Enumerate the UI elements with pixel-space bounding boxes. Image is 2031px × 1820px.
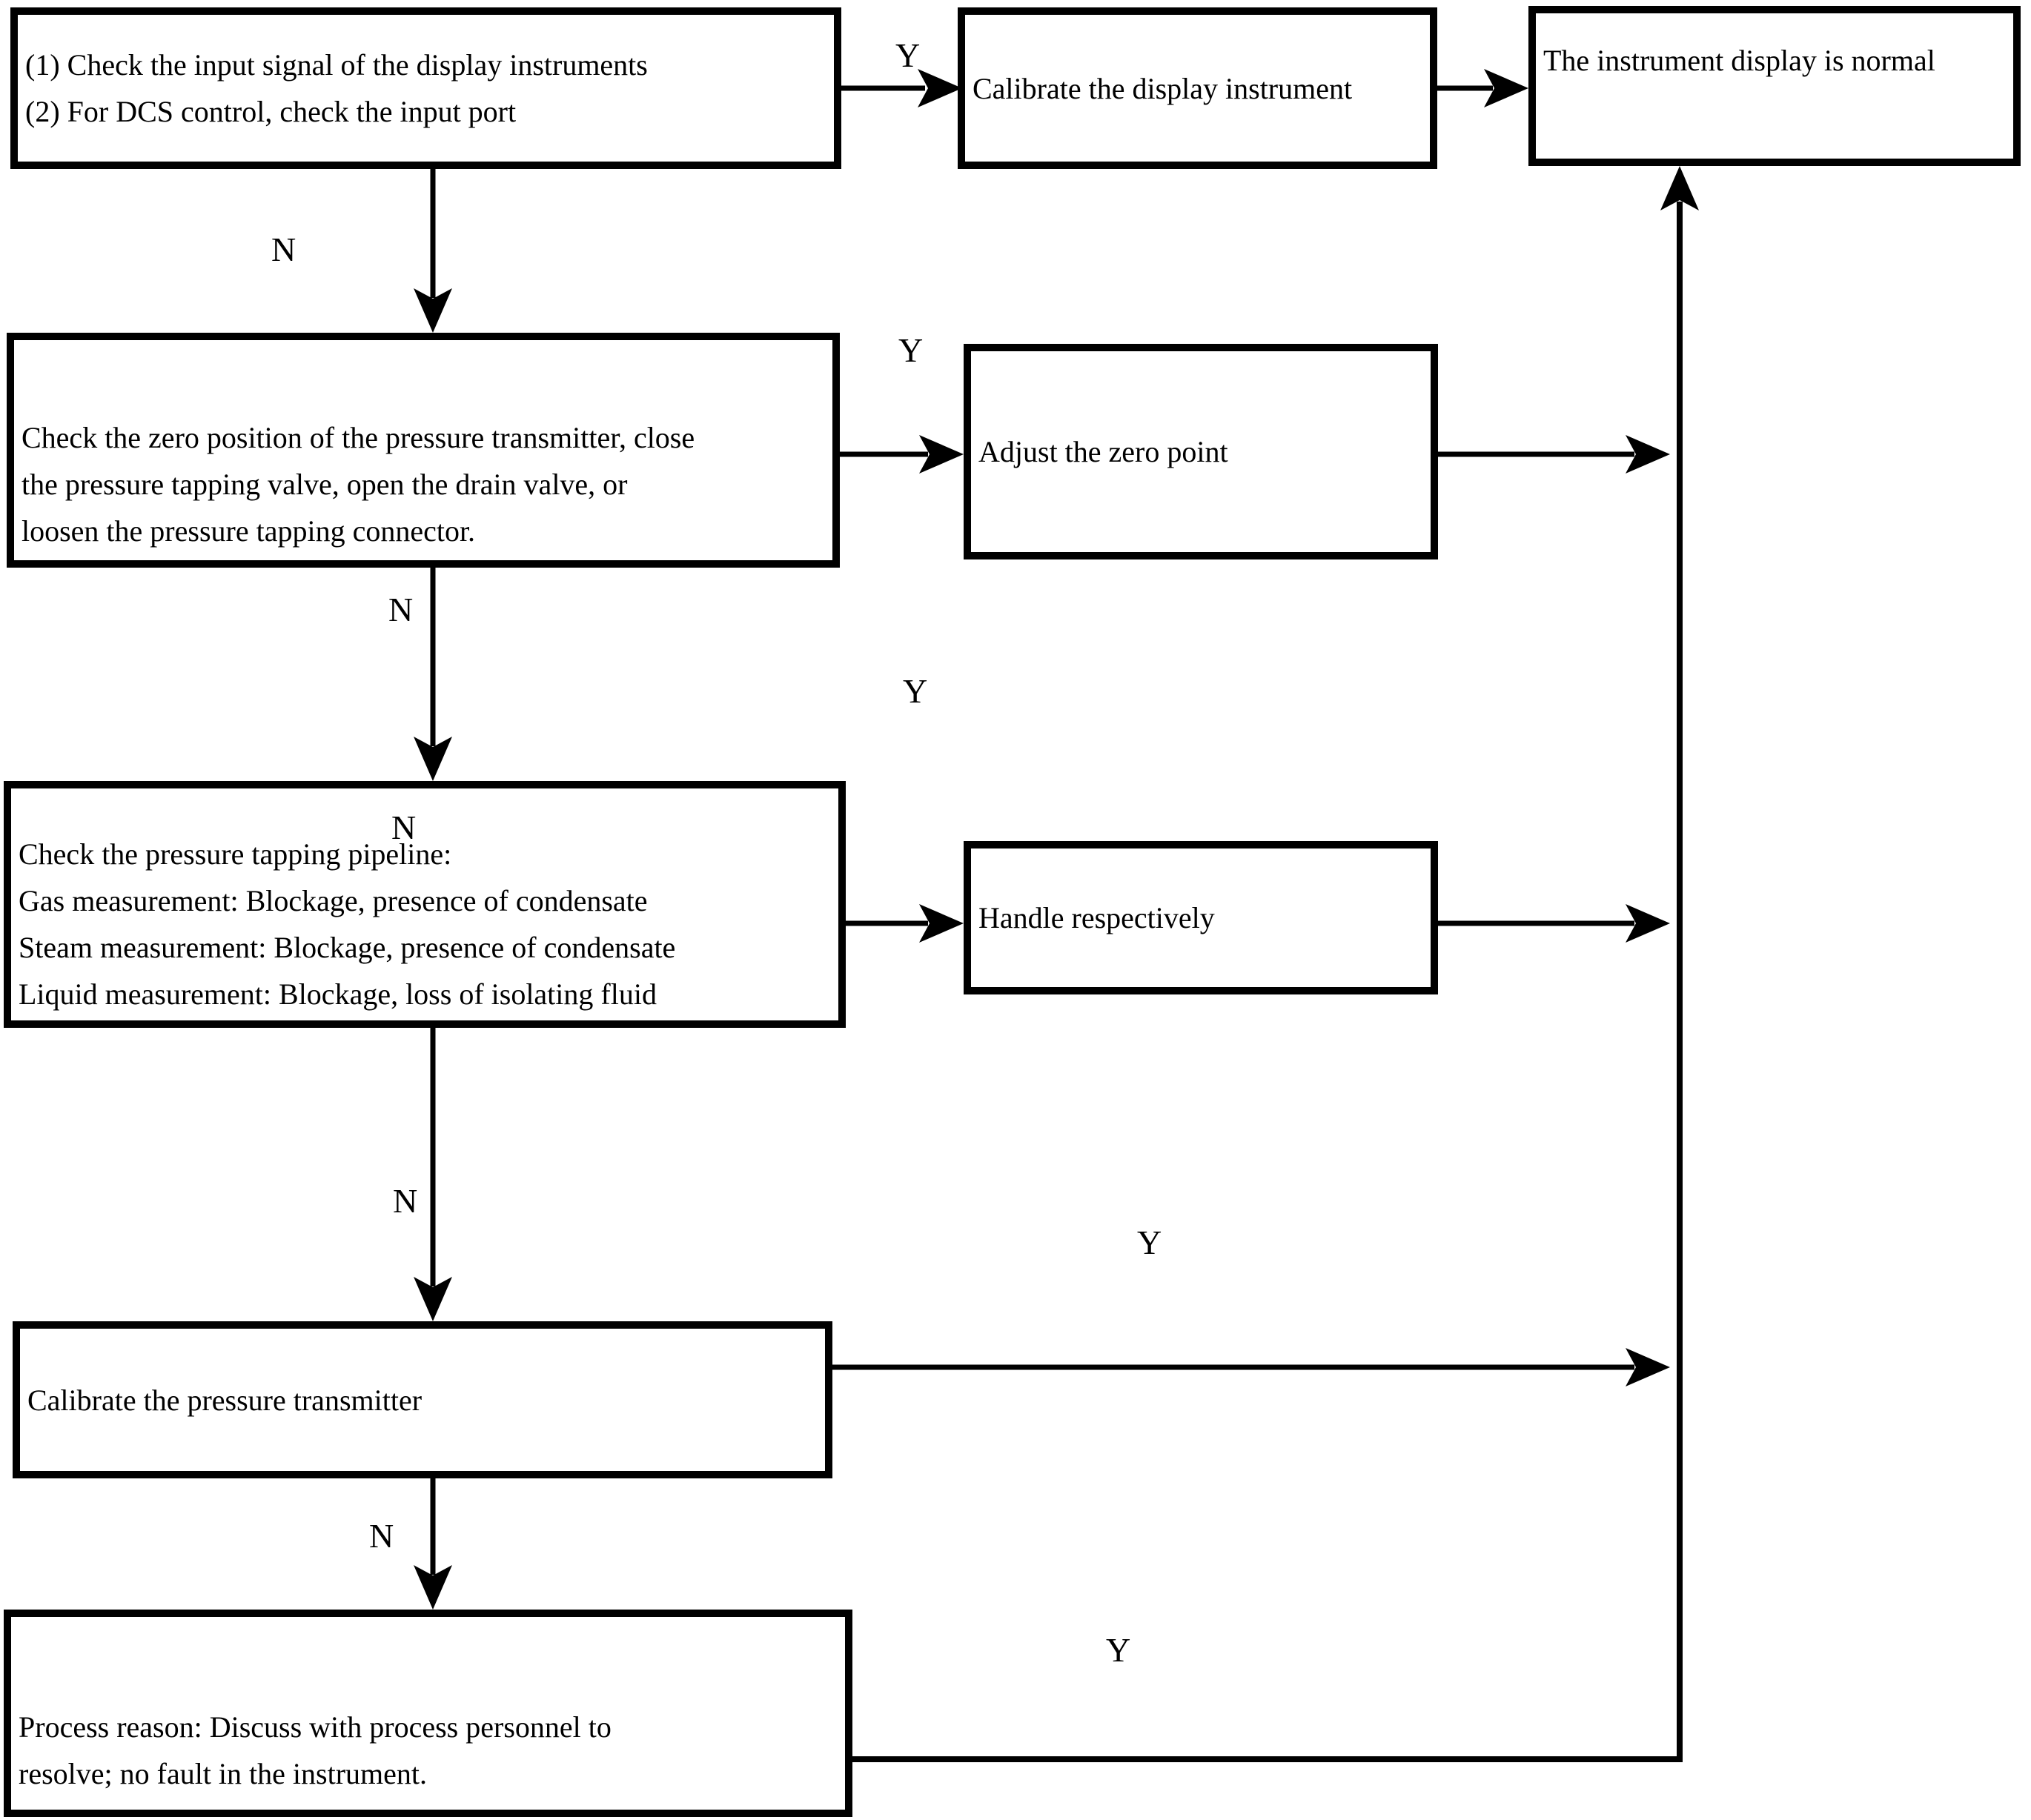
label-n-below-box8: N <box>369 1517 394 1555</box>
node-check-zero-position: Check the zero position of the pressure … <box>7 333 840 568</box>
node-text-line: (1) Check the input signal of the displa… <box>25 48 648 82</box>
node-instrument-display-normal: The instrument display is normal <box>1528 6 2021 166</box>
edge-box1-box2-arrowhead <box>918 69 962 107</box>
label-n-below-box6: N <box>393 1182 418 1220</box>
edge-box6-box8-arrowhead <box>414 1277 452 1321</box>
label-y-mid-right: Y <box>903 672 928 710</box>
edge-box1-box4-arrowhead <box>414 288 452 333</box>
node-text: Calibrate the display instrument <box>973 65 1425 112</box>
node-check-input-signal: (1) Check the input signal of the displa… <box>10 7 841 169</box>
node-text-line: Steam measurement: Blockage, presence of… <box>19 930 676 964</box>
node-text-line: loosen the pressure tapping connector. <box>21 514 476 548</box>
edge-return-up-arrowhead <box>1660 166 1699 210</box>
node-text-line: Gas measurement: Blockage, presence of c… <box>19 883 648 917</box>
label-y-to-calibrate-display: Y <box>895 36 921 74</box>
node-text-line: (2) For DCS control, check the input por… <box>25 95 517 128</box>
node-text-line: Adjust the zero point <box>978 435 1228 468</box>
label-y-to-adjust-zero: Y <box>898 331 924 369</box>
node-text-line: Liquid measurement: Blockage, loss of is… <box>19 977 657 1011</box>
node-text-line: Check the zero position of the pressure … <box>21 421 695 454</box>
node-text: Check the zero position of the pressure … <box>21 414 828 554</box>
node-text: Calibrate the pressure transmitter <box>27 1377 821 1424</box>
node-text-line: Calibrate the display instrument <box>973 71 1353 105</box>
node-adjust-zero-point: Adjust the zero point <box>964 344 1438 559</box>
node-text-line: Calibrate the pressure transmitter <box>27 1383 423 1417</box>
node-calibrate-pressure-transmitter: Calibrate the pressure transmitter <box>13 1321 832 1478</box>
node-check-pressure-tapping-pipeline: Check the pressure tapping pipeline: Gas … <box>4 781 846 1028</box>
node-text: Adjust the zero point <box>978 428 1426 475</box>
label-n-below-box1: N <box>271 230 296 268</box>
node-text-line: Handle respectively <box>978 901 1215 934</box>
label-y-from-process-reason: Y <box>1106 1631 1131 1669</box>
node-text: (1) Check the input signal of the displa… <box>25 41 829 135</box>
edge-box7-return-arrowhead <box>1626 904 1670 943</box>
edge-box2-box3-arrowhead <box>1484 69 1528 107</box>
node-text: Handle respectively <box>978 894 1426 941</box>
edge-box8-box9-arrowhead <box>414 1565 452 1610</box>
label-n-inside-box6: N <box>391 808 417 846</box>
node-text-line: resolve; no fault in the instrument. <box>19 1757 427 1790</box>
node-handle-respectively: Handle respectively <box>964 841 1438 994</box>
edge-box6-box7-arrowhead <box>919 904 964 943</box>
edge-box4-box5-arrowhead <box>919 435 964 474</box>
node-calibrate-display-instrument: Calibrate the display instrument <box>958 7 1437 169</box>
node-process-reason: Process reason: Discuss with process per… <box>4 1610 852 1817</box>
node-text: Check the pressure tapping pipeline: Gas … <box>19 831 834 1017</box>
node-text: Process reason: Discuss with process per… <box>19 1704 841 1797</box>
edge-box8-return-arrowhead <box>1626 1348 1670 1386</box>
label-y-from-calibrate-transmitter: Y <box>1137 1223 1162 1261</box>
edge-box5-return-arrowhead <box>1626 435 1670 474</box>
label-n-below-box4: N <box>388 591 414 628</box>
node-text-line: the pressure tapping valve, open the dra… <box>21 468 628 501</box>
node-text-line: Process reason: Discuss with process per… <box>19 1710 612 1744</box>
node-text-line: The instrument display is normal <box>1543 44 1935 77</box>
edge-box4-box6-arrowhead <box>414 737 452 781</box>
node-text: The instrument display is normal <box>1543 37 2009 84</box>
edge-box9-return-line <box>852 202 1683 1762</box>
node-text-line: Check the pressure tapping pipeline: <box>19 837 452 871</box>
